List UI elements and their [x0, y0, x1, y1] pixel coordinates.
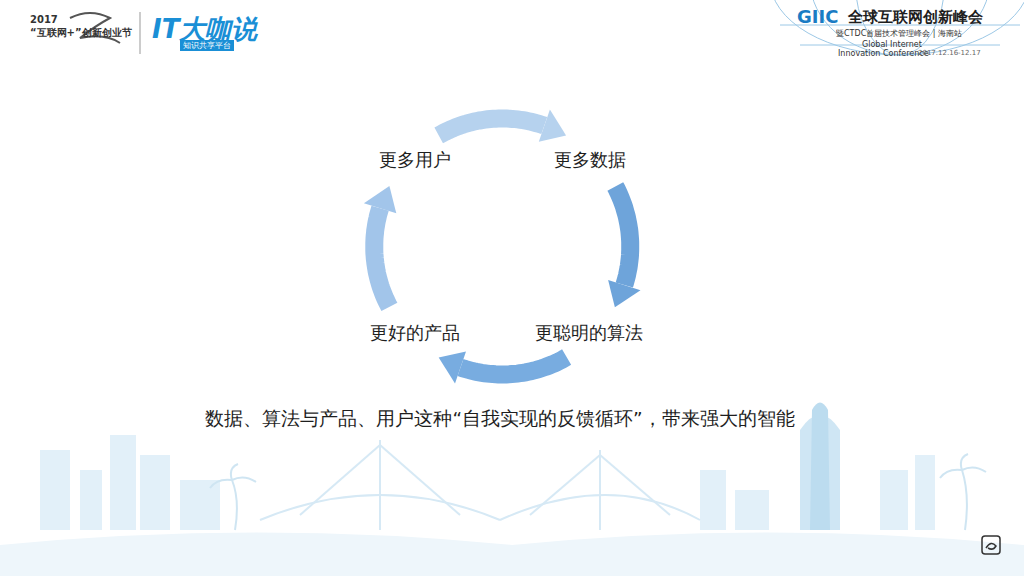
globe-lines: [770, 0, 1024, 55]
step-text: 更聪明的算法: [535, 321, 643, 345]
arrow-head: [608, 280, 640, 307]
cycle-arrow: [608, 187, 640, 308]
corner-icon-mark: [986, 543, 996, 549]
arrow-head: [539, 110, 566, 142]
cycle-arrow: [364, 186, 396, 307]
arrow-head: [364, 186, 396, 213]
header-text: 知识共享平台: [180, 40, 234, 51]
palm-trees: [210, 454, 986, 530]
bridge: [260, 440, 700, 530]
arrow-shaft: [374, 208, 389, 307]
ground-wave: [0, 533, 1024, 576]
arrow-shaft: [615, 187, 630, 286]
arrow-head: [439, 351, 466, 383]
divider: [140, 12, 141, 54]
cycle-step: 更好的产品: [366, 319, 464, 347]
header-text: 2017: [30, 14, 58, 25]
header-text: 2017.12.16-12.17: [918, 49, 981, 57]
header-text: Global Internet: [862, 40, 922, 49]
header-text: “互联网+”创新创业节: [30, 26, 132, 40]
arrow-shaft: [461, 357, 567, 374]
step-text: 更好的产品: [370, 321, 460, 345]
cycle-step: 更聪明的算法: [531, 319, 647, 347]
cycle-step: 更多用户: [375, 146, 455, 174]
header-text: 暨CTDC首届技术管理峰会 | 海南站: [836, 28, 962, 39]
cycle-arrow: [439, 351, 567, 383]
caption: 数据、算法与产品、用户这种“自我实现的反馈循环”，带来强大的智能: [205, 406, 794, 431]
step-text: 更多数据: [554, 148, 626, 172]
tower-core: [810, 403, 830, 531]
corner-icon: [982, 536, 1000, 554]
header-text: Innovation Conference: [838, 49, 929, 58]
header-text: 全球互联网创新峰会: [848, 8, 983, 27]
cycle-arrow: [439, 110, 566, 142]
header-text: GIIC: [797, 6, 838, 27]
step-text: 更多用户: [379, 148, 451, 172]
cycle-step: 更多数据: [550, 146, 630, 174]
arrow-shaft: [439, 119, 545, 136]
